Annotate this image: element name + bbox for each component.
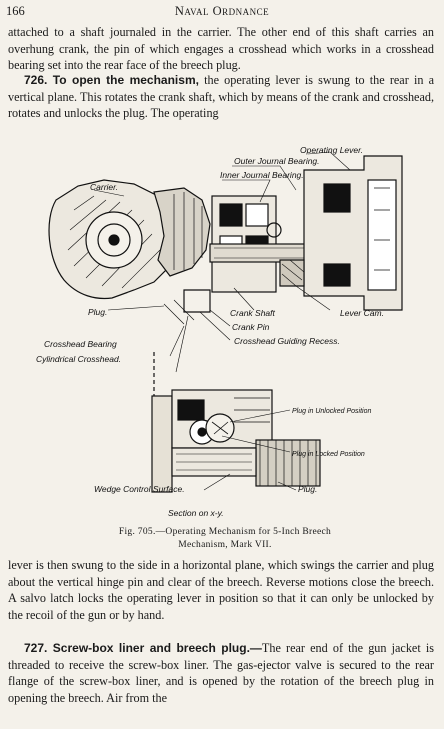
label-plug: Plug.: [88, 307, 107, 317]
mechanism-drawing: Operating Lever. Outer Journal Bearing. …: [36, 145, 403, 518]
figure-705: Operating Lever. Outer Journal Bearing. …: [34, 140, 426, 522]
paragraph-text: lever is then swung to the side in a hor…: [8, 558, 434, 622]
paragraph-text: the operating lever is swung to the rear…: [8, 73, 434, 121]
label-crank-shaft: Crank Shaft: [230, 308, 276, 318]
caption-line-2: Mechanism, Mark VII.: [178, 540, 272, 550]
label-section: Section on x-y.: [168, 508, 224, 518]
paragraph-text: The rear end of the gun jacket is thread…: [8, 641, 434, 705]
paragraph-726: 726. To open the mechanism, the operatin…: [8, 72, 434, 122]
label-inner-journal-bearing: Inner Journal Bearing.: [220, 170, 304, 180]
label-cylindrical-crosshead: Cylindrical Crosshead.: [36, 354, 121, 364]
page-number: 166: [6, 4, 25, 18]
label-crank-pin: Crank Pin: [232, 322, 270, 332]
caption-line-1: Fig. 705.—Operating Mechanism for 5-Inch…: [118, 527, 332, 537]
label-crosshead-bearing: Crosshead Bearing: [44, 339, 117, 349]
label-plug-locked: Plug in Locked Position: [292, 451, 365, 458]
label-plug-lower: Plug.: [298, 484, 317, 494]
running-title: Naval Ordnance: [174, 4, 270, 18]
paragraph-text: attached to a shaft journaled in the car…: [8, 25, 434, 73]
label-wedge-control-surface: Wedge Control Surface.: [94, 484, 185, 494]
running-header: 166 Naval Ordnance: [6, 4, 438, 20]
section-heading-727: 727. Screw-box liner and breech plug.—: [24, 641, 262, 655]
paragraph-727: 727. Screw-box liner and breech plug.—Th…: [8, 640, 434, 706]
label-outer-journal-bearing: Outer Journal Bearing.: [234, 156, 320, 166]
label-plug-unlocked: Plug in Unlocked Position: [292, 408, 371, 415]
label-carrier: Carrier.: [90, 182, 118, 192]
figure-caption: Fig. 705.—Operating Mechanism for 5-Inch…: [40, 526, 410, 552]
label-lever-cam: Lever Cam.: [340, 308, 384, 318]
paragraph-continuation: lever is then swung to the side in a hor…: [8, 557, 434, 623]
label-operating-lever: Operating Lever.: [300, 145, 363, 155]
paragraph-continued: attached to a shaft journaled in the car…: [8, 24, 434, 74]
section-heading-726: 726. To open the mechanism,: [24, 73, 199, 87]
label-crosshead-guiding-recess: Crosshead Guiding Recess.: [234, 336, 340, 346]
